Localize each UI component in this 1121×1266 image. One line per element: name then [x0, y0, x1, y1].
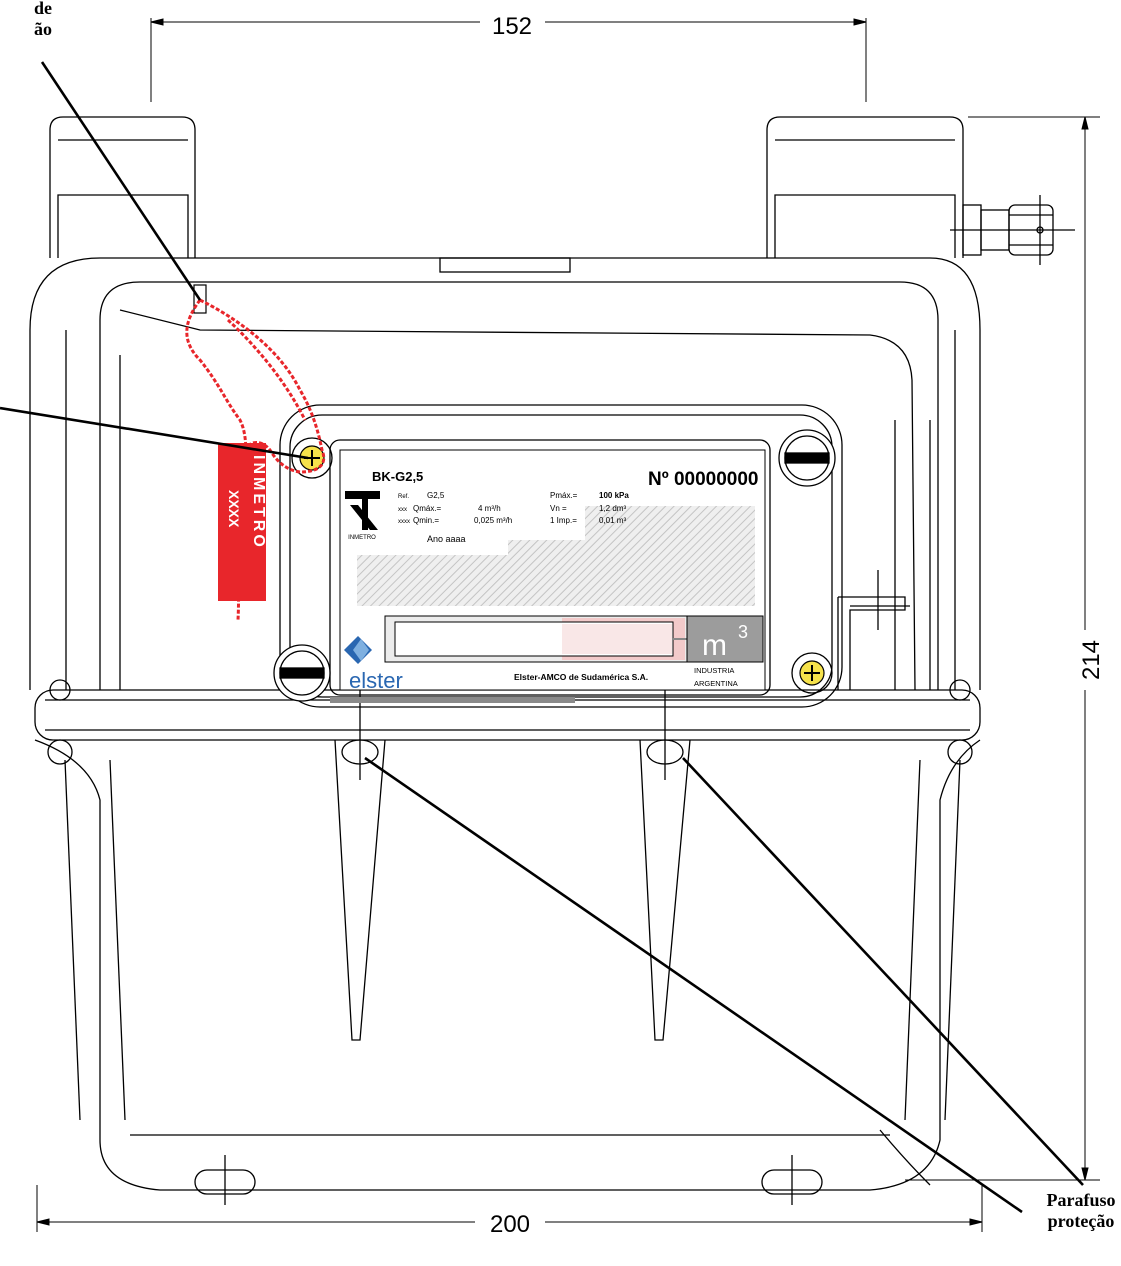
elster-logo: elster: [344, 636, 403, 693]
seal-tag-brand: INMETRO: [250, 455, 267, 550]
plate-row3-key: xxxx: [398, 519, 410, 525]
unit-m: m: [702, 629, 727, 662]
callout-screw-protection: Parafuso proteção: [1026, 1190, 1121, 1232]
plate-serial: Nº 00000000: [648, 469, 758, 490]
dimension-base-label: 200: [490, 1211, 530, 1238]
inmetro-logo: INMETRO: [345, 491, 380, 541]
plate-year: Ano aaaa: [427, 534, 466, 544]
pulse-fitting: [950, 195, 1075, 265]
dimension-height-label: 214: [1078, 640, 1105, 680]
counter-window: m 3: [384, 615, 764, 663]
plate-row1-val: G2,5: [427, 491, 445, 500]
seal-screw-bottom-right: [791, 652, 833, 694]
origin-line1: INDUSTRIA: [694, 666, 734, 675]
dimension-base: [36, 1185, 983, 1232]
screw-top-right: [778, 429, 836, 487]
plate-row3-label: Qmin.=: [413, 516, 439, 525]
meter-body: [29, 116, 981, 1205]
seal-tag-code: XXXX: [226, 490, 242, 528]
plate-company: Elster-AMCO de Sudamérica S.A.: [514, 672, 648, 682]
unit-exponent: 3: [738, 622, 748, 642]
callout-top-line1: de: [34, 0, 52, 18]
plate-model: BK-G2,5: [372, 469, 423, 484]
plate-imp-label: 1 Imp.=: [550, 516, 577, 525]
plate-vn-label: Vn =: [550, 504, 567, 513]
origin-line2: ARGENTINA: [694, 679, 738, 688]
callout-top: de ão: [0, 0, 52, 40]
plate-row3-val: 0,025 m³/h: [474, 516, 512, 525]
plate-row2-val: 4 m³/h: [478, 504, 501, 513]
callout-bottom-line2: proteção: [1047, 1211, 1115, 1231]
plate-row2-key: xxx: [398, 507, 407, 513]
callout-top-line2: ão: [34, 19, 52, 39]
inmetro-logo-text: INMETRO: [348, 535, 376, 541]
plate-vn-val: 1,2 dm³: [599, 504, 626, 513]
nameplate: INMETRO BK-G2,5 Nº 00000000 Ref. G2,5 xx…: [330, 449, 766, 703]
plate-pmax-label: Pmáx.=: [550, 491, 578, 500]
plate-row2-label: Qmáx.=: [413, 504, 442, 513]
elster-brand-text: elster: [349, 668, 403, 693]
leader-lines: [0, 61, 1084, 1214]
dimension-width: [150, 18, 867, 102]
plate-pmax-val: 100 kPa: [599, 491, 629, 500]
seal-tag: INMETRO XXXX: [218, 443, 267, 601]
dimension-width-label: 152: [492, 13, 532, 40]
screw-bottom-left: [273, 644, 331, 702]
dimension-height: [905, 116, 1100, 1181]
callout-bottom-line1: Parafuso: [1046, 1190, 1116, 1210]
plate-row1-key: Ref.: [398, 494, 409, 500]
plate-imp-val: 0,01 m³: [599, 516, 626, 525]
